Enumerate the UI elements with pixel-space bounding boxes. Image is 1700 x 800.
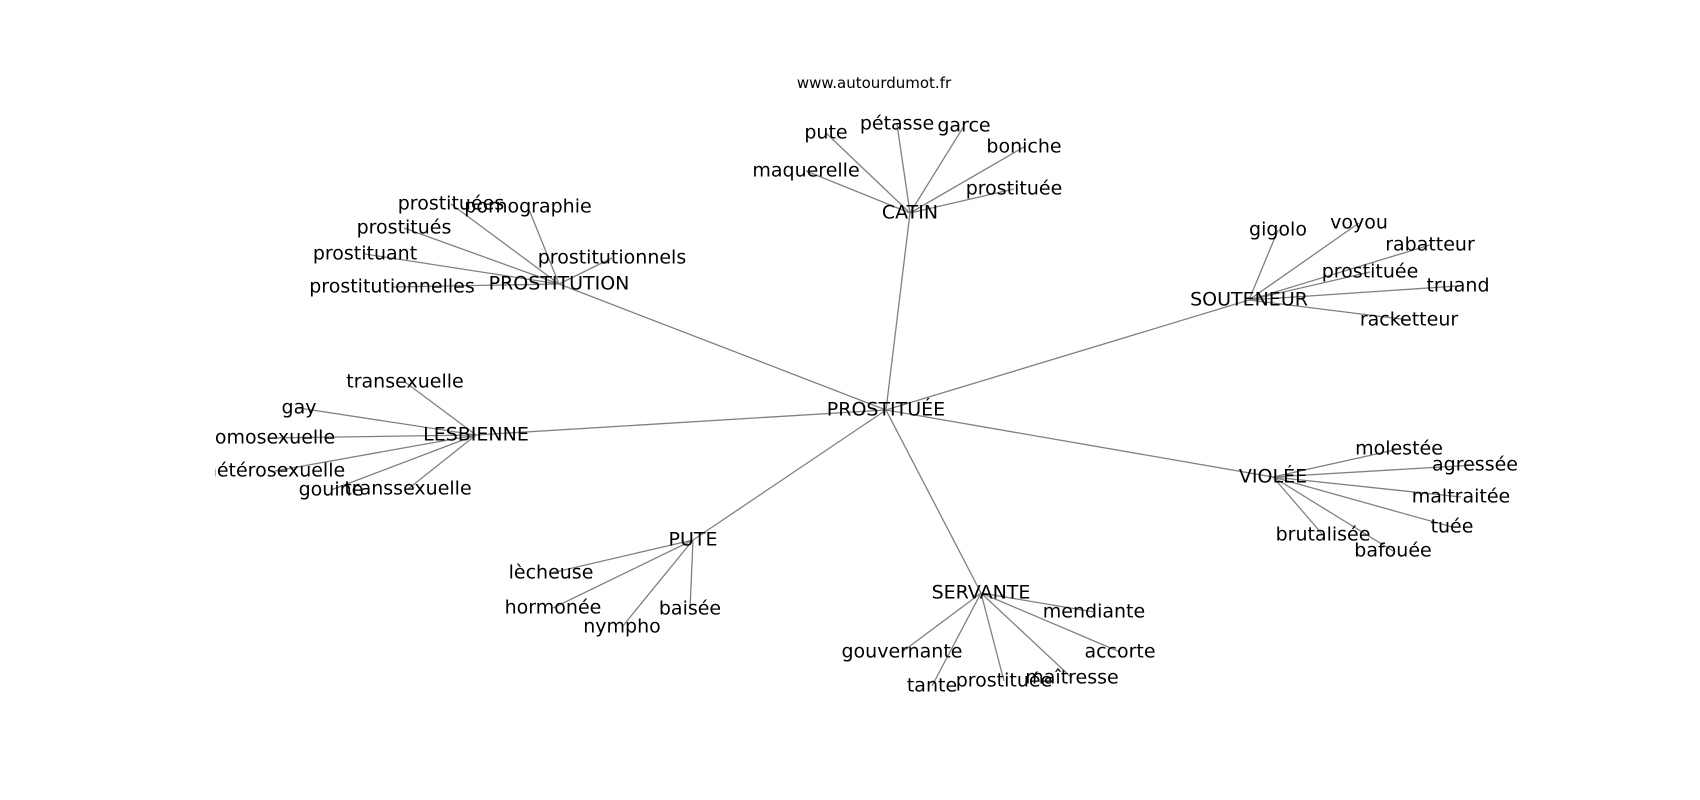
leaf-node: homosexuelle (203, 427, 335, 449)
leaf-node: bafouée (1354, 540, 1431, 562)
leaf-node: tante (907, 675, 957, 697)
edge-center-catin (885, 212, 911, 411)
leaf-node: molestée (1355, 438, 1443, 460)
graph-edges (268, 123, 1476, 687)
edge-souteneur-leaf (1248, 285, 1459, 301)
edge-catin-leaf (896, 123, 911, 214)
edge-servante-leaf (980, 592, 1073, 679)
edge-lesbienne-leaf (274, 434, 477, 472)
leaf-node: rabatteur (1385, 234, 1475, 256)
edge-souteneur-leaf (1248, 244, 1431, 301)
leaf-node: gigolo (1249, 219, 1307, 241)
leaf-node: prostitués (357, 217, 452, 239)
edge-lesbienne-leaf (268, 434, 477, 439)
leaf-node: mendiante (1043, 601, 1145, 623)
edge-prostitution-leaf (558, 257, 613, 285)
hub-node-prostitution: PROSTITUTION (489, 273, 630, 295)
leaf-node: lècheuse (509, 562, 594, 584)
leaf-node: prostituée (1322, 261, 1419, 283)
edge-lesbienne-leaf (298, 407, 477, 436)
leaf-node: gouvernante (841, 641, 962, 663)
leaf-node: brutalisée (1276, 524, 1371, 546)
edge-servante-leaf (980, 592, 1005, 682)
leaf-node: prostitutionnels (538, 247, 687, 269)
leaf-node: gouine (299, 479, 364, 501)
leaf-node: tuée (1431, 516, 1474, 538)
edge-violee-leaf (1272, 476, 1462, 498)
edge-prostitution-leaf (391, 283, 560, 288)
edge-center-prostitution (558, 283, 887, 411)
leaf-node: truand (1426, 275, 1489, 297)
leaf-node: prostitutionnelles (309, 276, 474, 298)
edge-center-servante (885, 409, 982, 594)
leaf-node: prostituée (956, 670, 1053, 692)
leaf-node: racketteur (1360, 309, 1459, 331)
edge-catin-leaf (909, 146, 1025, 214)
leaf-node: prostituées (398, 193, 504, 215)
edge-prostitution-leaf (403, 227, 560, 285)
edge-servante-leaf (980, 592, 1121, 653)
edge-violee-leaf (1272, 476, 1394, 552)
edge-prostitution-leaf (527, 206, 560, 285)
edge-souteneur-leaf (1248, 222, 1360, 301)
edge-souteneur-leaf (1248, 271, 1371, 301)
edge-prostitution-leaf (450, 203, 560, 285)
leaf-node: nympho (583, 616, 661, 638)
edge-pute-leaf (621, 539, 694, 628)
leaf-node: pornographie (464, 196, 591, 218)
edge-lesbienne-leaf (407, 434, 477, 490)
hub-node-souteneur: SOUTENEUR (1190, 289, 1308, 311)
hub-node-servante: SERVANTE (932, 582, 1031, 604)
leaf-node: agressée (1432, 454, 1518, 476)
edge-servante-leaf (931, 592, 982, 687)
edge-souteneur-leaf (1248, 299, 1410, 321)
edge-catin-leaf (909, 188, 1015, 214)
leaf-node: transsexuelle (344, 478, 471, 500)
hub-node-catin: CATIN (882, 202, 938, 224)
edge-center-souteneur (885, 299, 1250, 411)
leaf-node: prostituant (313, 243, 417, 265)
edge-center-pute (692, 409, 887, 541)
edge-center-lesbienne (475, 409, 887, 436)
leaf-node: voyou (1330, 212, 1388, 234)
edge-violee-leaf (1272, 448, 1400, 478)
center-node: PROSTITUÉE (827, 398, 945, 421)
edge-servante-leaf (901, 592, 982, 653)
leaf-node: accorte (1084, 641, 1155, 663)
hub-node-lesbienne: LESBIENNE (423, 424, 529, 446)
hub-node-violee: VIOLÉE (1239, 465, 1307, 488)
leaf-node: pétasse (860, 113, 934, 135)
edge-souteneur-leaf (1248, 229, 1279, 301)
edge-violee-leaf (1272, 476, 1324, 536)
edge-lesbienne-leaf (404, 381, 477, 436)
edge-violee-leaf (1272, 464, 1476, 478)
edge-catin-leaf (909, 125, 965, 214)
leaf-node: gay (282, 397, 317, 419)
source-label: www.autourdumot.fr (797, 74, 952, 92)
leaf-node: maîtresse (1025, 667, 1118, 689)
leaf-node: hétérosexuelle (205, 460, 345, 482)
edge-catin-leaf (825, 132, 911, 214)
leaf-node: hormonée (505, 597, 602, 619)
leaf-node: maquerelle (752, 160, 859, 182)
edge-servante-leaf (980, 592, 1095, 613)
edge-lesbienne-leaf (330, 434, 477, 491)
leaf-node: boniche (986, 136, 1061, 158)
edge-pute-leaf (689, 539, 694, 610)
leaf-node: garce (937, 115, 990, 137)
edge-pute-leaf (550, 539, 694, 574)
leaf-node: baisée (659, 598, 721, 620)
leaf-node: maltraitée (1412, 486, 1510, 508)
edge-prostitution-leaf (364, 253, 560, 285)
edge-center-violee (885, 409, 1274, 478)
edge-catin-leaf (805, 170, 911, 214)
edge-pute-leaf (552, 539, 694, 609)
leaf-node: pute (804, 122, 847, 144)
leaf-node: transexuelle (346, 371, 463, 393)
edge-violee-leaf (1272, 476, 1453, 528)
leaf-node: prostituée (966, 178, 1063, 200)
hub-node-pute: PUTE (669, 529, 718, 551)
